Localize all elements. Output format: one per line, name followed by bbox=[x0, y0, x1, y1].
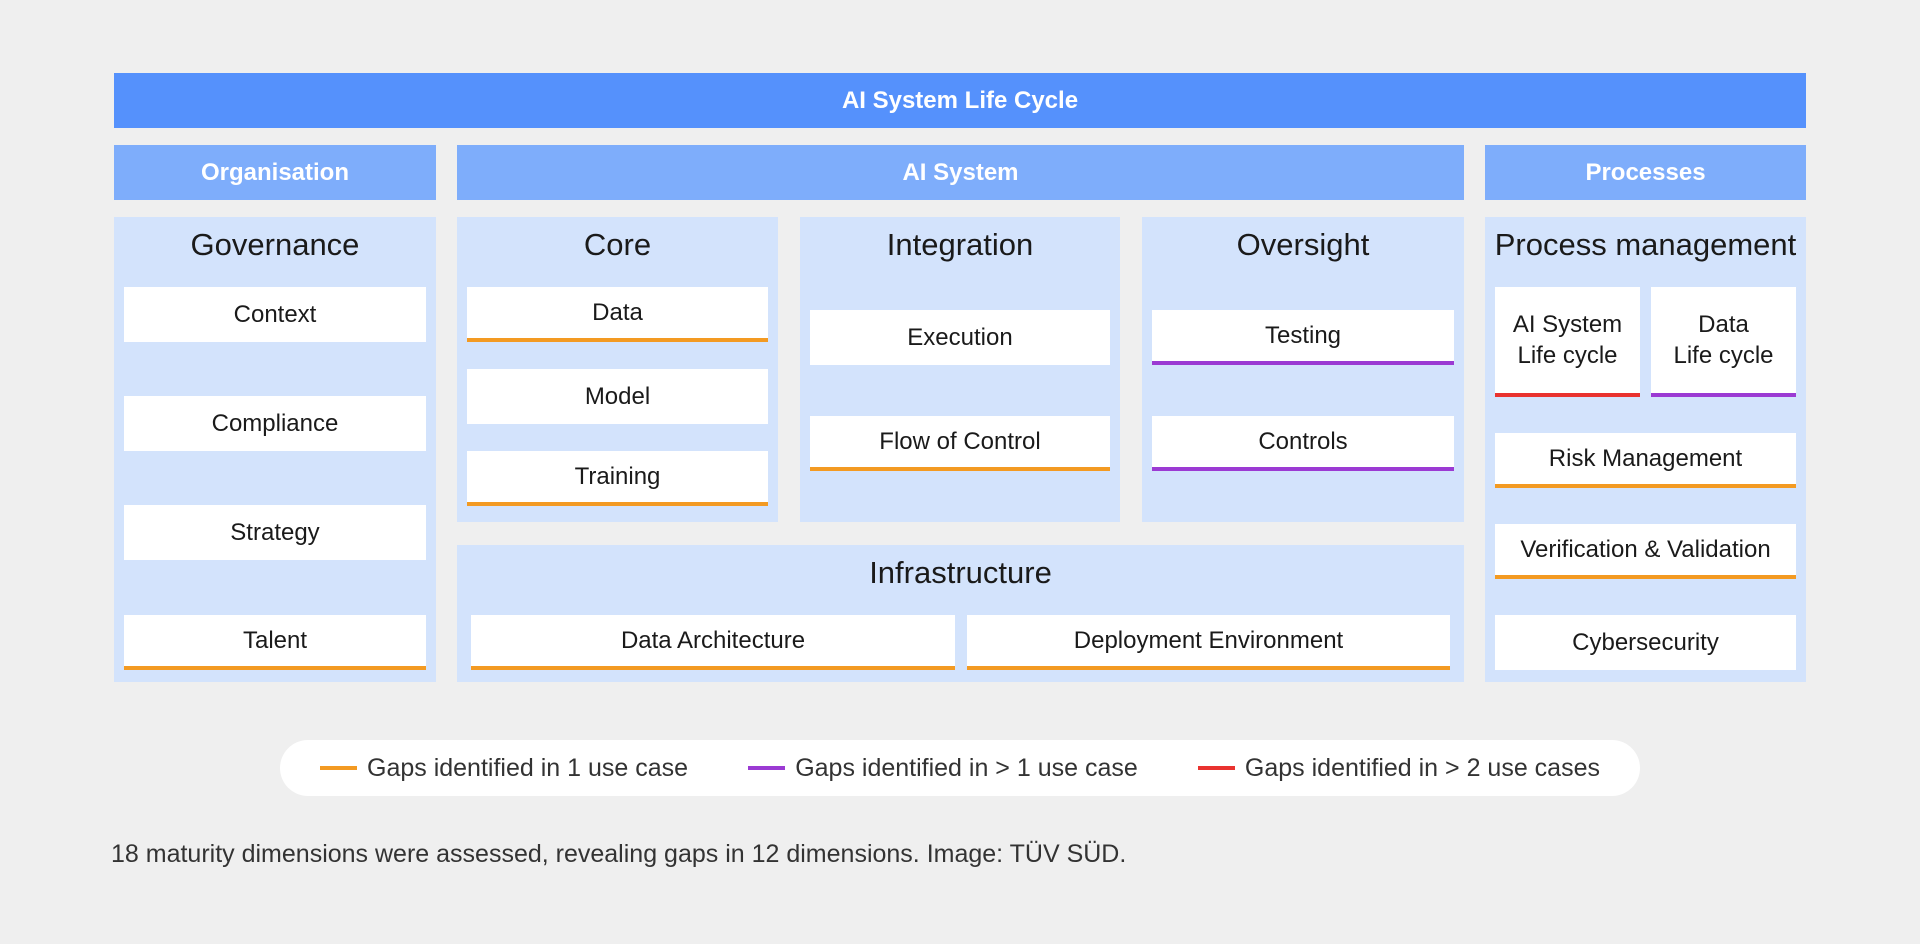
process-item-data-life-cycle: Data Life cycle bbox=[1651, 287, 1796, 397]
process-item-ai-system-life-cycle: AI System Life cycle bbox=[1495, 287, 1640, 397]
legend-item-more-than-2-use-cases: Gaps identified in > 2 use cases bbox=[1197, 753, 1600, 783]
legend-label: Gaps identified in > 2 use cases bbox=[1244, 753, 1600, 782]
legend: Gaps identified in 1 use case Gaps ident… bbox=[280, 740, 1640, 796]
oversight-panel: Oversight Testing Controls bbox=[1142, 217, 1464, 522]
process-item-cybersecurity: Cybersecurity bbox=[1495, 615, 1796, 670]
integration-panel: Integration Execution Flow of Control bbox=[800, 217, 1120, 522]
figure-caption: 18 maturity dimensions were assessed, re… bbox=[111, 840, 1127, 868]
oversight-item-controls: Controls bbox=[1152, 416, 1454, 471]
lifecycle-header: AI System Life Cycle bbox=[114, 73, 1806, 128]
governance-item-compliance: Compliance bbox=[124, 396, 426, 451]
core-title: Core bbox=[583, 227, 652, 262]
integration-title: Integration bbox=[886, 227, 1034, 262]
process-item-data-line1: Data bbox=[1698, 310, 1749, 338]
governance-panel: Governance Context Compliance Strategy T… bbox=[114, 217, 436, 682]
process-item-data-line2: Life cycle bbox=[1673, 342, 1774, 369]
core-item-data: Data bbox=[467, 287, 768, 342]
core-panel: Core Data Model Training bbox=[457, 217, 778, 522]
legend-label: Gaps identified in 1 use case bbox=[367, 753, 689, 782]
governance-title: Governance bbox=[190, 227, 360, 262]
process-management-title: Process management bbox=[1494, 227, 1797, 262]
governance-item-talent: Talent bbox=[124, 615, 426, 670]
legend-item-1-use-case: Gaps identified in 1 use case bbox=[320, 754, 688, 783]
legend-swatch-red bbox=[1197, 766, 1235, 770]
legend-label: Gaps identified in > 1 use case bbox=[795, 753, 1138, 782]
oversight-title: Oversight bbox=[1236, 227, 1370, 262]
legend-swatch-orange bbox=[320, 766, 357, 770]
process-item-risk-management: Risk Management bbox=[1495, 433, 1796, 488]
ai-system-header: AI System bbox=[457, 145, 1464, 200]
legend-swatch-purple bbox=[748, 766, 786, 770]
governance-item-strategy: Strategy bbox=[124, 505, 426, 560]
infrastructure-item-data-architecture: Data Architecture bbox=[471, 615, 955, 670]
infrastructure-title: Infrastructure bbox=[869, 555, 1052, 590]
core-item-model: Model bbox=[467, 369, 768, 424]
process-item-ai-system-line1: AI System bbox=[1512, 310, 1623, 338]
process-item-ai-system-line2: Life cycle bbox=[1517, 342, 1618, 369]
process-management-panel: Process management AI System Life cycle … bbox=[1485, 217, 1806, 682]
integration-item-execution: Execution bbox=[810, 310, 1110, 365]
infrastructure-panel: Infrastructure Data Architecture Deploym… bbox=[457, 545, 1464, 682]
core-item-training: Training bbox=[467, 451, 768, 506]
integration-item-flow-of-control: Flow of Control bbox=[810, 416, 1110, 471]
legend-item-more-than-1-use-case: Gaps identified in > 1 use case bbox=[748, 754, 1138, 783]
oversight-item-testing: Testing bbox=[1152, 310, 1454, 365]
organisation-header: Organisation bbox=[114, 145, 436, 200]
infrastructure-item-deployment-environment: Deployment Environment bbox=[967, 615, 1450, 670]
governance-item-context: Context bbox=[124, 287, 426, 342]
process-item-verification-validation: Verification & Validation bbox=[1495, 524, 1796, 579]
processes-header: Processes bbox=[1485, 145, 1806, 200]
